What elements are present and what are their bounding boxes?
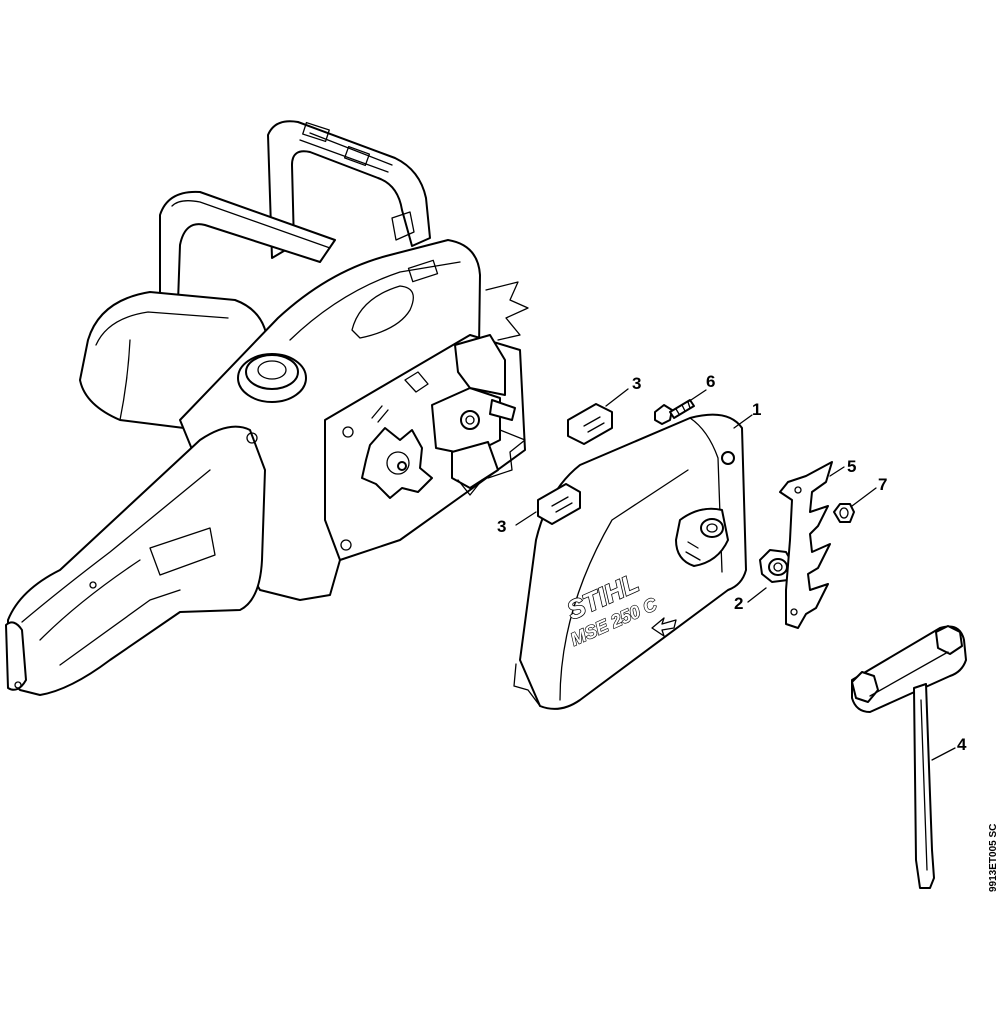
callout-7: 7	[878, 475, 887, 494]
combination-wrench-part-4	[851, 625, 967, 889]
callout-6: 6	[706, 372, 715, 391]
slide-part-3-lower	[537, 483, 581, 525]
sprocket-cover-part-1: STIHL MSE 250 C	[513, 413, 747, 710]
chainsaw-body	[5, 120, 529, 696]
screw-part-6	[654, 399, 695, 425]
callout-4: 4	[957, 735, 967, 754]
sprocket	[361, 427, 433, 499]
callout-1: 1	[752, 400, 761, 419]
callout-5: 5	[847, 457, 856, 476]
drawing-code: 9913ET005 SC	[988, 824, 999, 892]
callout-2: 2	[734, 594, 743, 613]
leader-lines	[515, 388, 956, 761]
oil-tank-cap	[237, 353, 307, 403]
collar-nut-part-2	[759, 549, 795, 583]
slide-part-3-upper	[567, 403, 613, 445]
spiked-bumper-part-5	[779, 461, 833, 629]
nut-part-7	[833, 503, 855, 523]
callout-3-upper: 3	[632, 374, 641, 393]
callout-3-lower: 3	[497, 517, 506, 536]
